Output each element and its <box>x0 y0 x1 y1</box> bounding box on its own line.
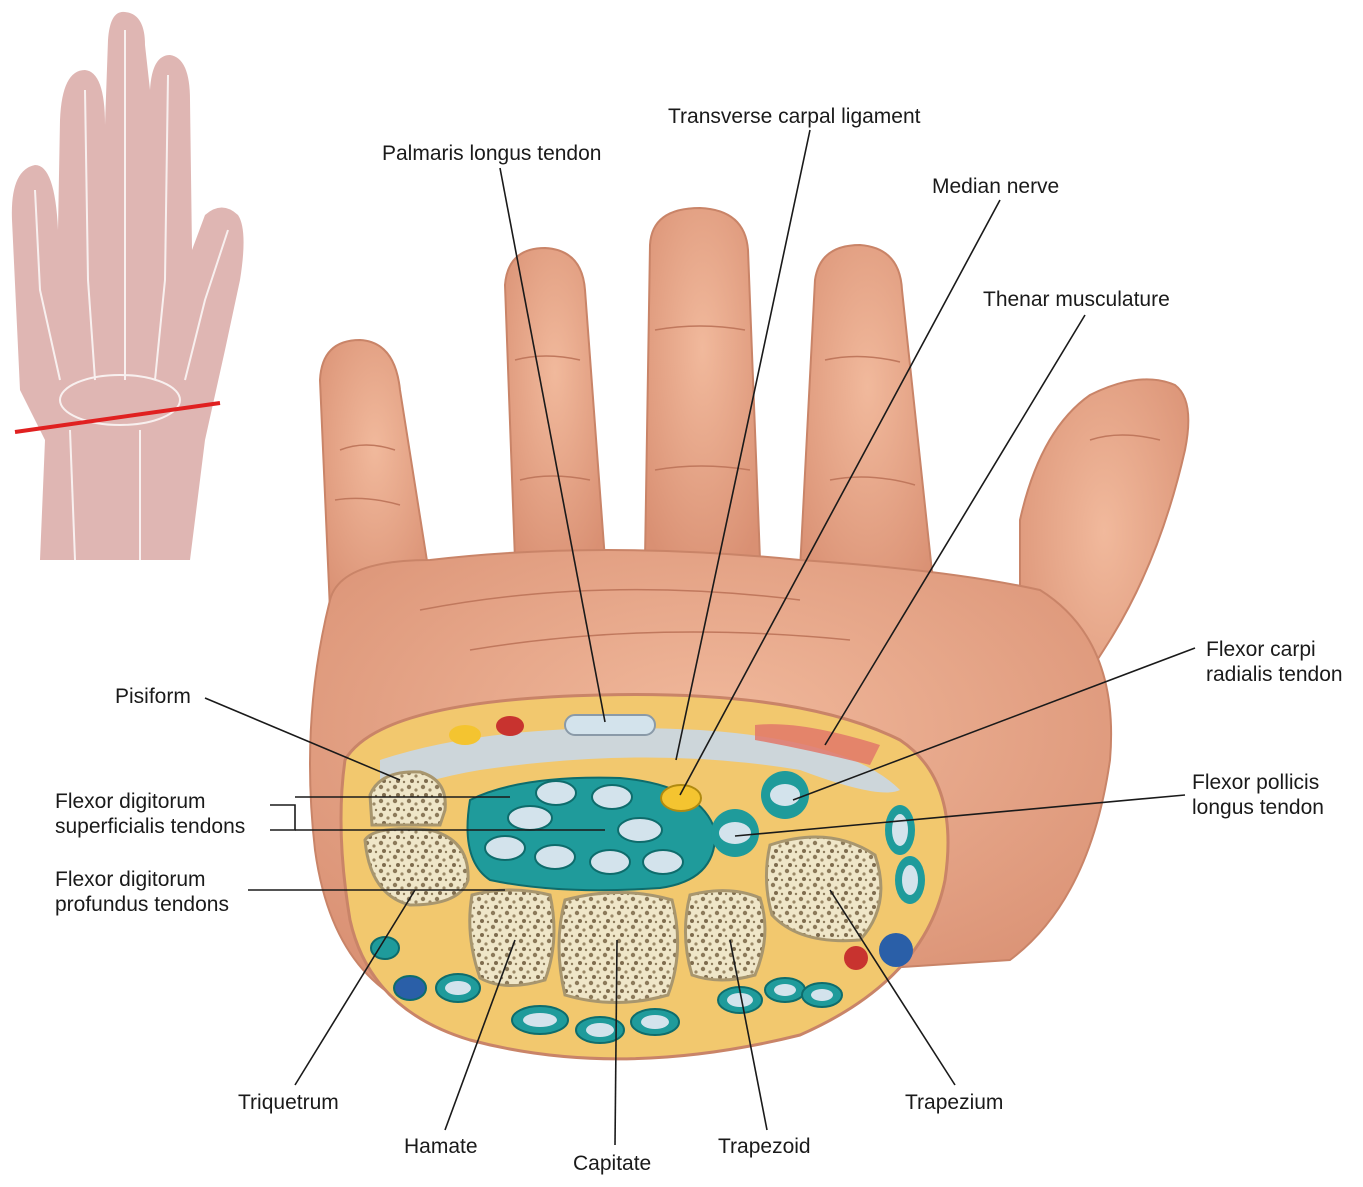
label-pisiform: Pisiform <box>115 685 191 708</box>
main-hand-illustration <box>310 208 1188 1059</box>
label-flexor-pollicis-longus-tendon-2: longus tendon <box>1192 796 1324 819</box>
label-palmaris-longus-tendon: Palmaris longus tendon <box>382 142 601 165</box>
label-triquetrum: Triquetrum <box>238 1091 339 1114</box>
label-trapezium: Trapezium <box>905 1091 1003 1114</box>
label-median-nerve: Median nerve <box>932 175 1059 198</box>
label-trapezoid: Trapezoid <box>718 1135 811 1158</box>
label-capitate: Capitate <box>573 1152 651 1175</box>
inset-hand-illustration <box>12 12 244 560</box>
label-flexor-digitorum-profundus-1: Flexor digitorum <box>55 868 206 891</box>
label-flexor-digitorum-superficialis-1: Flexor digitorum <box>55 790 206 813</box>
trapezium-bone <box>766 837 880 941</box>
hamate-bone <box>470 890 554 986</box>
label-thenar-musculature: Thenar musculature <box>983 288 1170 311</box>
trapezoid-bone <box>685 891 765 980</box>
capitate-bone <box>559 893 678 1003</box>
label-flexor-carpi-radialis-tendon-1: Flexor carpi <box>1206 638 1316 661</box>
label-flexor-pollicis-longus-tendon-1: Flexor pollicis <box>1192 771 1319 794</box>
pisiform-bone <box>370 772 445 825</box>
label-flexor-carpi-radialis-tendon-2: radialis tendon <box>1206 663 1343 686</box>
label-hamate: Hamate <box>404 1135 478 1158</box>
label-transverse-carpal-ligament: Transverse carpal ligament <box>668 105 921 128</box>
label-flexor-digitorum-superficialis-2: superficialis tendons <box>55 815 245 838</box>
label-flexor-digitorum-profundus-2: profundus tendons <box>55 893 229 916</box>
